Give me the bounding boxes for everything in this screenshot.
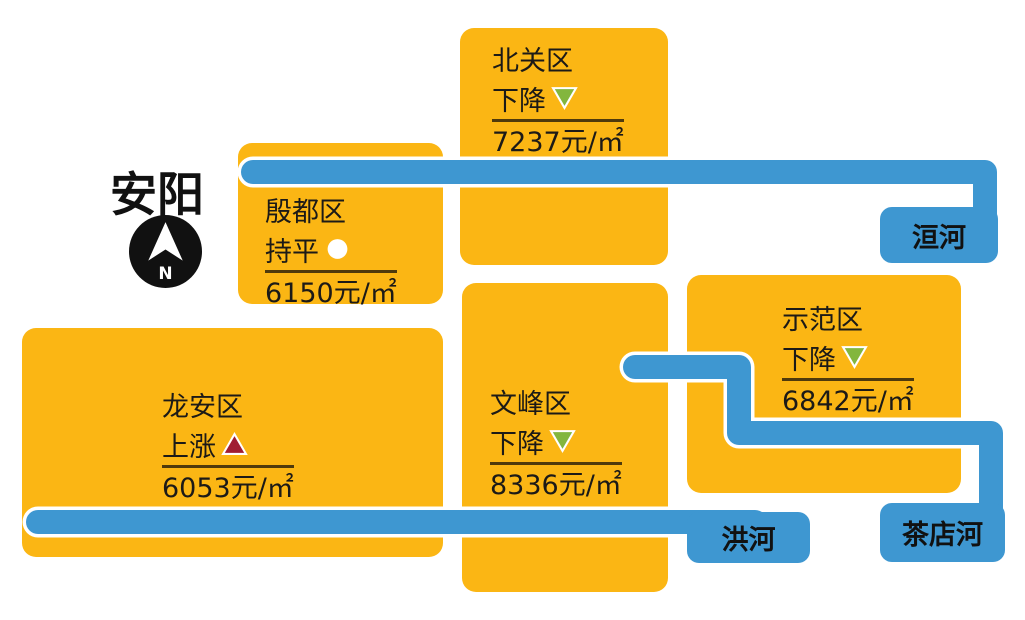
district-name: 文峰区 — [490, 389, 571, 420]
trend-up-icon — [221, 432, 248, 455]
district-block-beiguan: 北关区 下降 7237元/㎡ — [460, 28, 668, 265]
river-label-chadianhe: 茶店河 — [880, 503, 1005, 562]
district-name: 北关区 — [492, 46, 573, 77]
trend-down-icon — [551, 87, 578, 110]
district-name: 龙安区 — [162, 392, 243, 423]
district-price: 6842元/㎡ — [782, 378, 914, 417]
district-block-shifan: 示范区 下降 6842元/㎡ — [687, 275, 961, 493]
district-trend: 持平 — [265, 231, 397, 268]
district-block-longan: 龙安区 上涨 6053元/㎡ — [22, 328, 443, 557]
river-label-huanhe: 洹河 — [880, 207, 998, 263]
district-trend: 下降 — [490, 423, 622, 460]
trend-down-icon — [841, 346, 868, 369]
trend-flat-icon — [325, 238, 350, 260]
district-price: 6053元/㎡ — [162, 465, 294, 504]
district-name: 示范区 — [782, 305, 863, 336]
district-block-yindu: 殷都区 持平 6150元/㎡ — [238, 143, 443, 309]
district-trend: 下降 — [782, 339, 914, 376]
trend-label: 下降 — [492, 85, 546, 117]
district-price: 7237元/㎡ — [492, 119, 624, 158]
district-price: 6150元/㎡ — [265, 270, 397, 309]
trend-label: 上涨 — [162, 431, 216, 463]
compass-icon: N — [129, 215, 202, 288]
north-arrow-icon — [129, 215, 202, 288]
page-title: 安阳 — [110, 168, 204, 223]
district-name: 殷都区 — [265, 197, 346, 228]
district-trend: 上涨 — [162, 426, 294, 463]
trend-label: 下降 — [782, 344, 836, 376]
trend-down-icon — [549, 430, 576, 453]
compass-north-label: N — [158, 264, 173, 284]
river-label-honghe: 洪河 — [687, 512, 810, 563]
district-trend: 下降 — [492, 80, 624, 117]
district-block-wenfeng: 文峰区 下降 8336元/㎡ — [462, 283, 668, 592]
trend-label: 下降 — [490, 428, 544, 460]
trend-label: 持平 — [265, 236, 319, 268]
district-price: 8336元/㎡ — [490, 462, 622, 501]
